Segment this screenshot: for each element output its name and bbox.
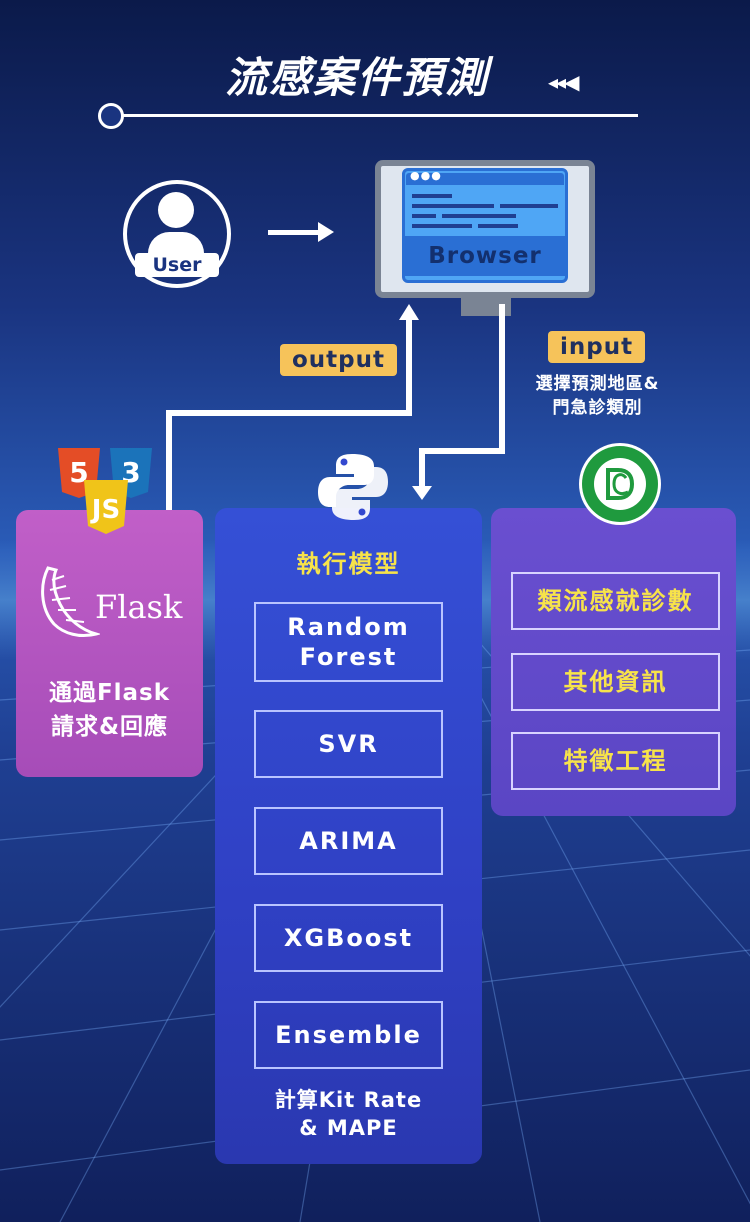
title-arrows-icon: ◂◂◀ — [548, 70, 580, 94]
flask-description-line-1: 通過Flask — [48, 680, 171, 706]
output-wire-down — [166, 410, 172, 534]
model-svr: SVR — [254, 710, 443, 778]
browser-titlebar — [406, 173, 564, 185]
page-title: 流感案件預測 — [225, 53, 490, 102]
flask-horn-icon — [41, 566, 100, 638]
input-description-line-1: 選擇預測地區& — [535, 374, 660, 394]
flask-description: 通過Flask 請求&回應 — [16, 676, 203, 744]
input-wire-horizontal — [419, 448, 505, 454]
html5-badge: 5 — [69, 456, 88, 489]
model-arima: ARIMA — [254, 807, 443, 875]
flask-panel — [16, 510, 203, 777]
input-wire-vertical — [499, 304, 505, 454]
data-item-other-info: 其他資訊 — [511, 653, 720, 711]
js-badge: JS — [90, 495, 120, 525]
model-footer-line-1: 計算Kit Rate — [274, 1088, 423, 1112]
python-logo-icon — [318, 454, 388, 520]
input-description: 選擇預測地區& 門急診類別 — [510, 372, 685, 420]
user-label: User — [135, 253, 219, 277]
arrow-head-icon — [318, 222, 334, 242]
output-arrow-head-icon — [399, 304, 419, 320]
html-css-js-logos-icon: 5 3 JS — [58, 448, 152, 534]
data-item-feature-engineering: 特徵工程 — [511, 732, 720, 790]
title-dot — [98, 103, 124, 129]
model-random-forest: Random Forest — [254, 602, 443, 682]
user-icon — [123, 180, 231, 288]
output-tag: output — [280, 344, 398, 376]
model-ensemble: Ensemble — [254, 1001, 443, 1069]
data-item-ili-visits: 類流感就診數 — [511, 572, 720, 630]
data-panel — [491, 508, 736, 816]
user-to-browser-arrow — [268, 230, 320, 235]
model-footer-line-2: & MAPE — [299, 1116, 398, 1140]
model-panel — [215, 508, 482, 1164]
input-wire-down — [419, 448, 425, 488]
output-wire-horizontal — [166, 410, 412, 416]
browser-label: Browser — [405, 236, 565, 276]
monitor-stand — [461, 298, 511, 316]
user-head-icon — [158, 192, 194, 228]
input-tag: input — [548, 331, 646, 363]
browser-dots-icon: ●●● — [410, 169, 442, 182]
model-footer: 計算Kit Rate & MAPE — [215, 1086, 482, 1142]
input-description-line-2: 門急診類別 — [552, 398, 643, 418]
title-underline — [122, 114, 638, 117]
flask-logo-text: Flask — [95, 588, 183, 626]
input-arrow-head-icon — [412, 486, 432, 500]
output-wire-vertical — [406, 318, 412, 416]
model-panel-title: 執行模型 — [296, 550, 401, 578]
flask-description-line-2: 請求&回應 — [50, 714, 169, 740]
cdc-logo-icon — [579, 443, 661, 525]
model-xgboost: XGBoost — [254, 904, 443, 972]
